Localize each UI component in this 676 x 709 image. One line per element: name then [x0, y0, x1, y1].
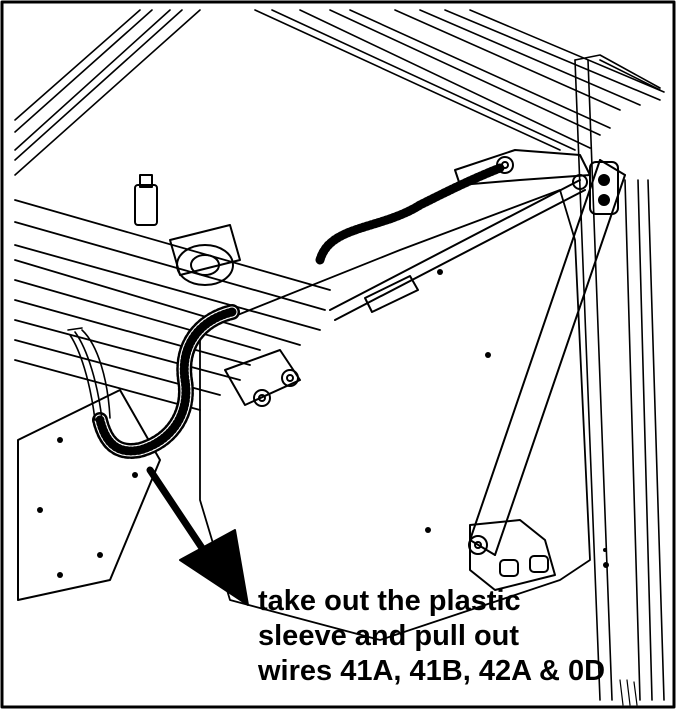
instruction-caption: take out the plastic sleeve and pull out… — [258, 584, 605, 689]
right-frame-posts — [574, 54, 665, 701]
gas-spring — [329, 179, 586, 321]
panel-fasteners — [37, 437, 138, 578]
valve-fitting — [134, 174, 241, 286]
upper-harness-outline — [319, 167, 501, 261]
tube-assembly — [14, 199, 331, 411]
caption-line-1: take out the plastic — [258, 585, 521, 617]
corner-ribs — [619, 679, 638, 706]
plastic-sleeve-ribs — [95, 307, 237, 456]
roof-rails — [14, 9, 665, 176]
loose-wires — [67, 327, 111, 421]
left-access-panel — [17, 389, 161, 601]
back-panel — [199, 189, 591, 641]
support-strut — [469, 159, 626, 556]
arrow-down-right-icon — [146, 466, 249, 606]
caption-line-2: sleeve and pull out — [258, 620, 520, 652]
lower-mount-bracket — [224, 349, 301, 407]
caption-line-3: wires 41A, 41B, 42A & 0D — [258, 655, 606, 687]
panel-rivets — [425, 269, 609, 568]
strut-foot-bracket — [468, 519, 556, 591]
